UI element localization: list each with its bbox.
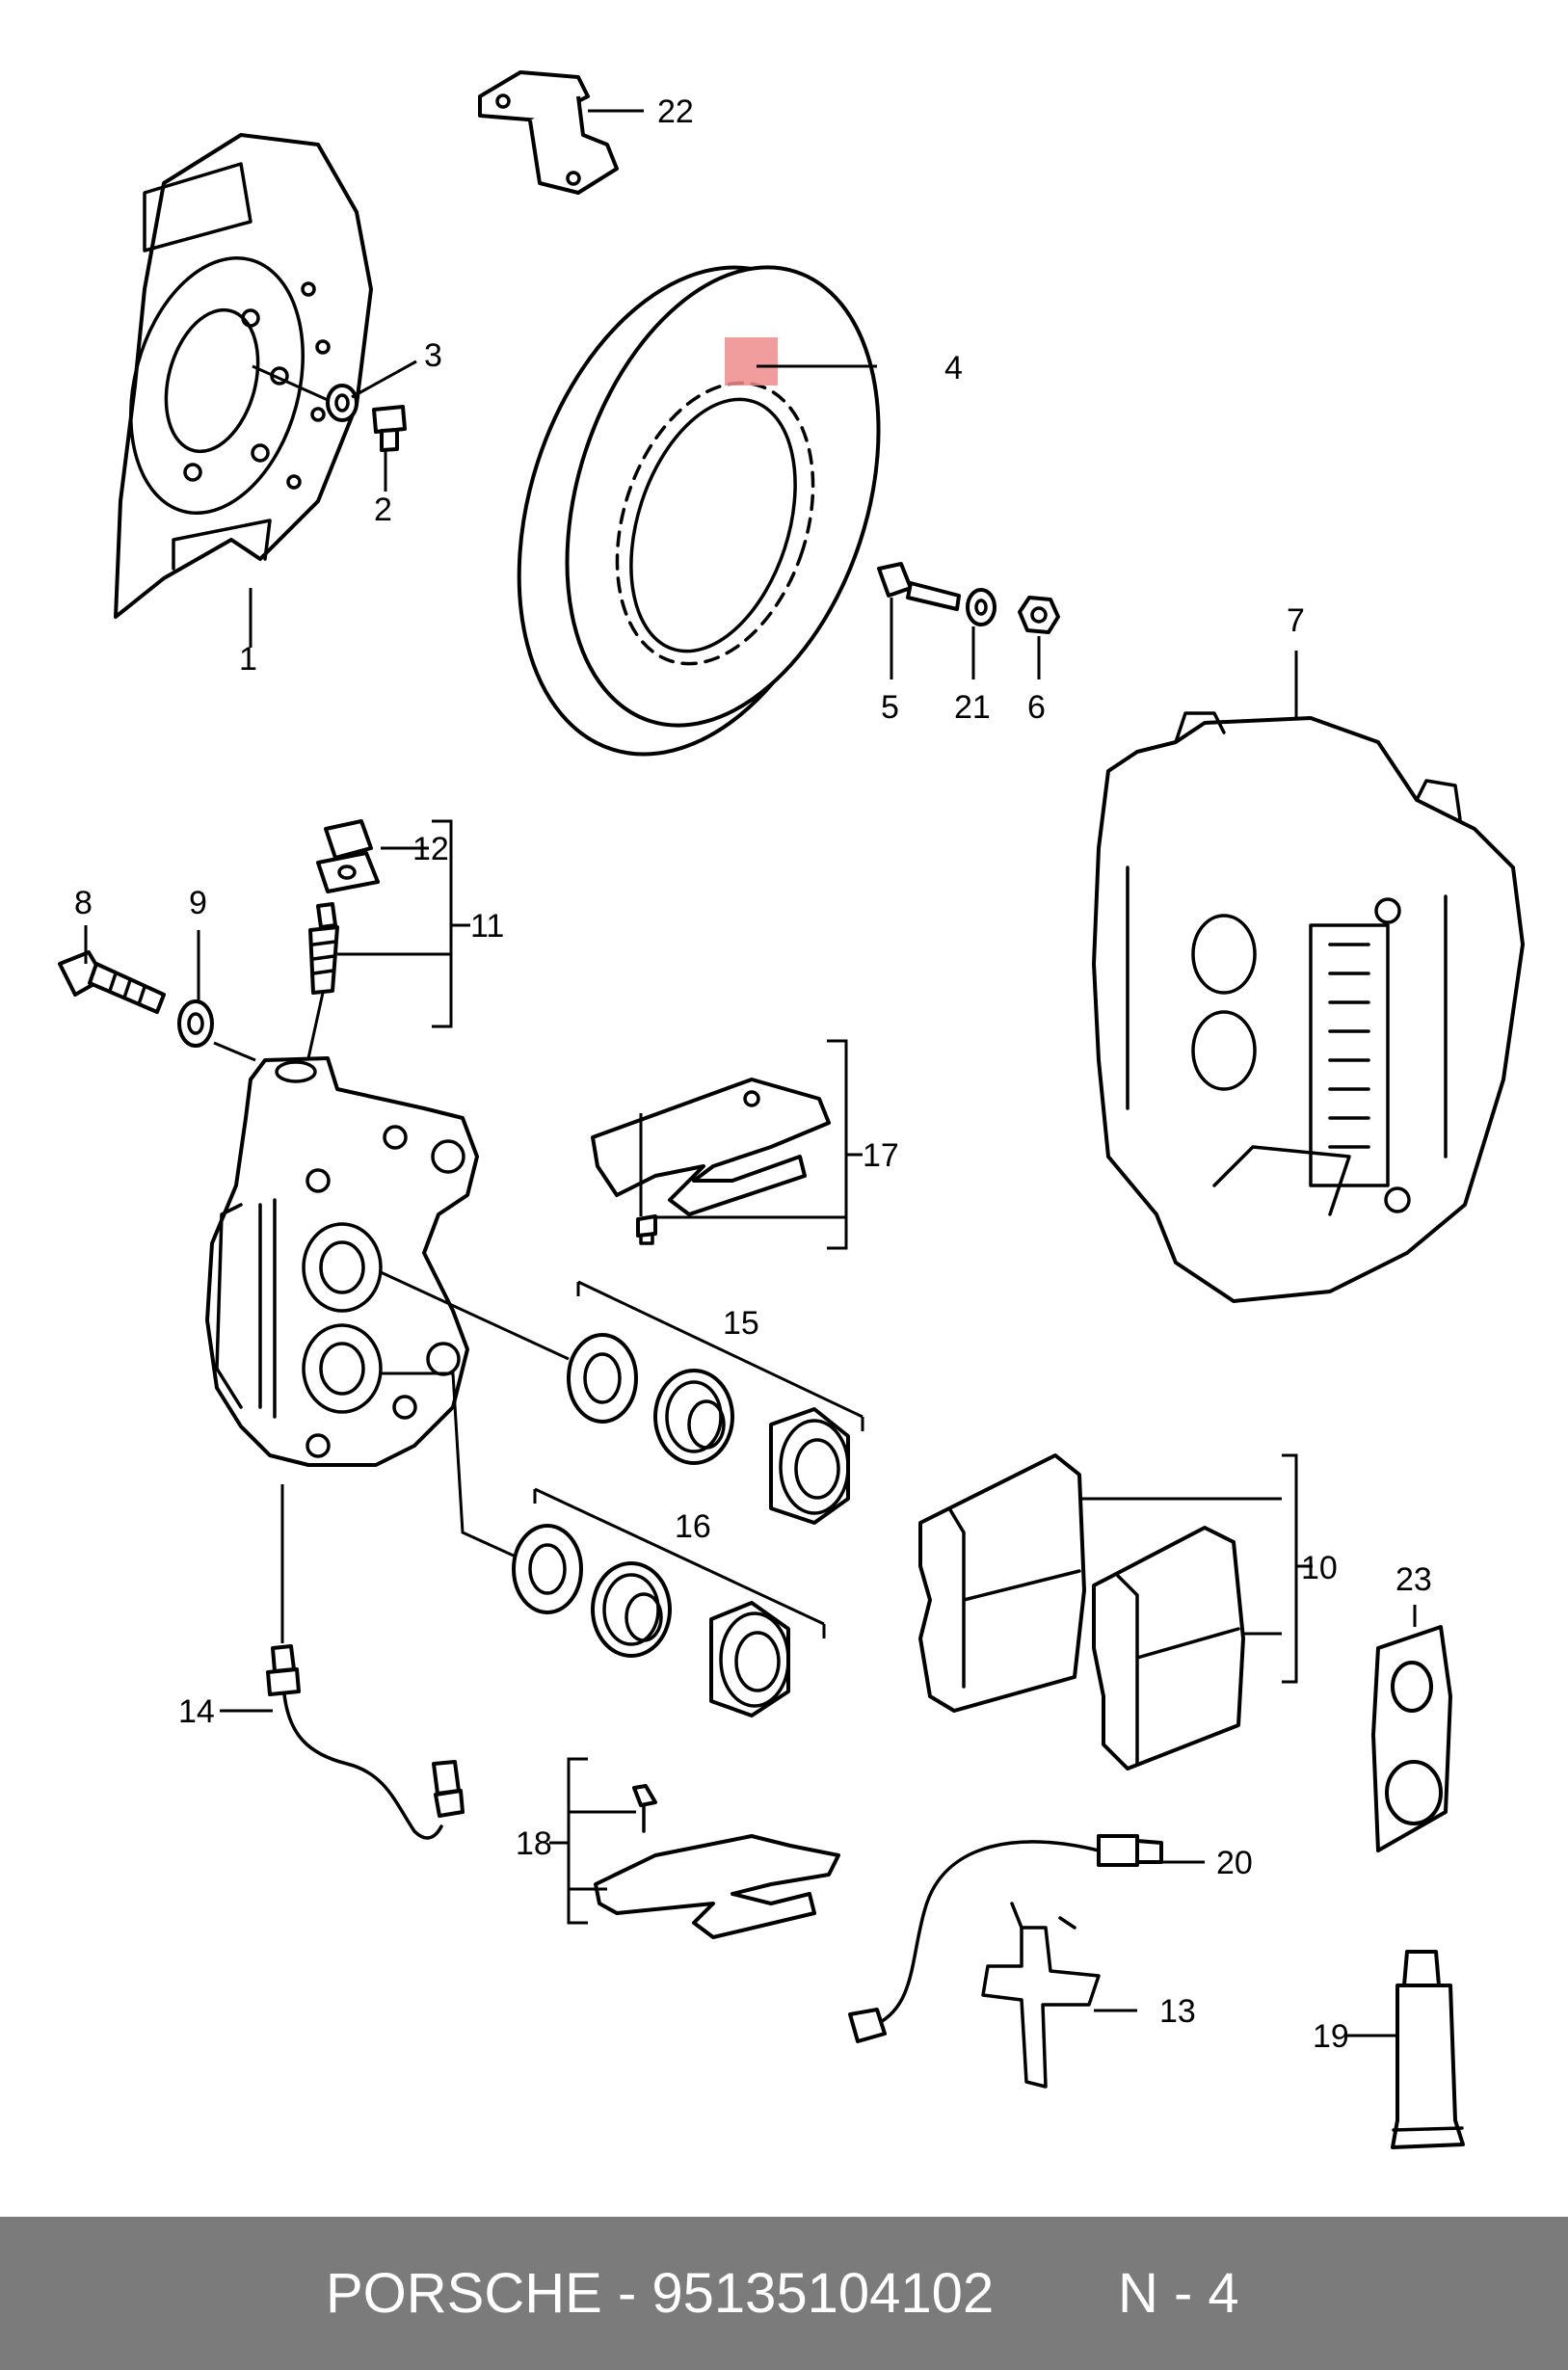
part-18-spring-plate	[594, 1784, 840, 1939]
part-5-bolt	[877, 562, 961, 611]
label-6: 6	[1027, 689, 1046, 726]
footer-bar: PORSCHE - 95135104102 N - 4	[0, 2217, 1568, 2370]
label-22: 22	[657, 93, 694, 130]
label-3: 3	[424, 337, 442, 374]
part-7-caliper-assembly	[1092, 711, 1525, 1303]
footer-part-number: PORSCHE - 95135104102	[326, 2262, 995, 2325]
part-1-splash-shield	[114, 133, 373, 619]
part-19-grease-tube	[1391, 1950, 1465, 2149]
part-13-clip	[981, 1902, 1101, 2089]
part-2-bolt	[372, 405, 407, 452]
part-21-washer	[966, 588, 997, 626]
label-21: 21	[954, 689, 991, 726]
label-17: 17	[863, 1137, 899, 1174]
label-10: 10	[1301, 1550, 1338, 1586]
part-12-bleeder-cap	[316, 819, 380, 893]
label-13: 13	[1159, 1993, 1196, 2030]
part-23-damper-pad	[1371, 1625, 1452, 1852]
label-20: 20	[1216, 1845, 1253, 1881]
label-5: 5	[881, 689, 899, 726]
label-16: 16	[675, 1508, 711, 1545]
label-2: 2	[374, 492, 392, 528]
part-15-piston-set	[567, 1333, 850, 1525]
label-8: 8	[74, 885, 93, 921]
label-9: 9	[189, 885, 207, 921]
part-17-spring-plate	[591, 1078, 831, 1245]
caliper-housing	[205, 1056, 479, 1467]
part-3-washer	[326, 384, 359, 422]
part-16-piston-set	[512, 1524, 790, 1718]
leader-lines	[84, 109, 1417, 2037]
label-11: 11	[470, 908, 504, 945]
footer-reference: N - 4	[1118, 2262, 1239, 2325]
brake-parts-diagram: 1 2 3 4 5 6 7 8 9 10 11 12 13 14 15 16 1…	[58, 70, 1525, 2149]
label-19: 19	[1313, 2018, 1349, 2055]
part-20-wear-sensor	[848, 1834, 1163, 2043]
part-9-washer	[177, 999, 214, 1048]
label-14: 14	[178, 1693, 215, 1730]
part-4-brake-disc	[517, 265, 881, 757]
label-1: 1	[239, 641, 257, 678]
label-23: 23	[1395, 1561, 1432, 1598]
label-4: 4	[944, 350, 963, 386]
part-14-brake-hose	[266, 1644, 465, 1840]
label-12: 12	[412, 831, 449, 867]
label-15: 15	[723, 1305, 759, 1342]
part-8-bolt	[58, 950, 166, 1014]
part-6-nut	[1018, 596, 1060, 634]
label-7: 7	[1287, 602, 1305, 639]
label-18: 18	[516, 1825, 552, 1862]
part-4-highlight	[725, 337, 778, 386]
part-10-brake-pads	[918, 1453, 1245, 1771]
part-22-bracket	[478, 70, 619, 195]
callout-labels: 1 2 3 4 5 6 7 8 9 10 11 12 13 14 15 16 1…	[74, 93, 1432, 2055]
part-11-bleeder-valve	[308, 902, 339, 995]
